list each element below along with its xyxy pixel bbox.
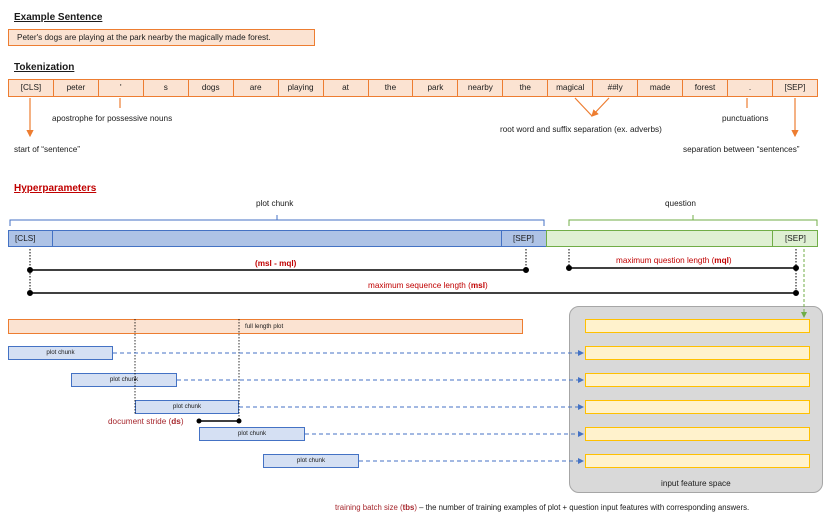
tbs-abbr: tbs xyxy=(402,503,415,512)
msl-label: maximum sequence length (msl) xyxy=(368,281,488,290)
input-feature xyxy=(585,346,810,360)
token: dogs xyxy=(189,80,234,96)
token-row: [CLS] peter ' s dogs are playing at the … xyxy=(8,79,818,97)
input-feature xyxy=(585,373,810,387)
token: ##ly xyxy=(593,80,639,96)
token: [CLS] xyxy=(9,80,54,96)
msl-abbr: msl xyxy=(470,281,485,290)
tokenization-heading: Tokenization xyxy=(14,62,75,73)
input-feature xyxy=(585,427,810,441)
msl-start xyxy=(27,290,33,296)
mql-label: maximum question length (mql) xyxy=(616,256,732,265)
ds-abbr: ds xyxy=(171,417,181,426)
note-start: start of “sentence” xyxy=(14,145,80,154)
footer-desc: – the number of training examples of plo… xyxy=(416,503,750,512)
msl-close: ) xyxy=(484,281,488,290)
document-stride-label: document stride (ds) xyxy=(108,417,184,426)
tbs-text: training batch size ( xyxy=(335,503,403,512)
msl-mql-end xyxy=(523,267,529,273)
chunk-arrows xyxy=(113,350,584,464)
msl-mql-label: (msl - mql) xyxy=(255,259,297,268)
token: at xyxy=(324,80,369,96)
hyper-heading: Hyperparameters xyxy=(14,183,97,194)
note-root: root word and suffix separation (ex. adv… xyxy=(500,125,662,134)
input-feature xyxy=(585,454,810,468)
token: made xyxy=(638,80,684,96)
mql-start xyxy=(566,265,572,271)
token-pointers xyxy=(26,97,799,138)
plot-chunk: plot chunk xyxy=(71,373,177,387)
token: s xyxy=(144,80,189,96)
mql-abbr: mql xyxy=(714,256,729,265)
sep-segment-1: [SEP] xyxy=(501,230,547,247)
plot-chunk: plot chunk xyxy=(263,454,359,468)
plot-chunk: plot chunk xyxy=(199,427,305,441)
question-bracket xyxy=(568,219,818,226)
ds-close: ) xyxy=(180,417,184,426)
ds-text: document stride ( xyxy=(108,417,172,426)
note-apostrophe: apostrophe for possessive nouns xyxy=(52,114,173,123)
note-punct: punctuations xyxy=(722,114,769,123)
sep-segment-2: [SEP] xyxy=(772,230,818,247)
question-label: question xyxy=(665,199,696,208)
token: forest xyxy=(683,80,728,96)
plot-chunk-label: plot chunk xyxy=(256,199,294,208)
pointer-magical xyxy=(574,97,593,117)
document-stride-start xyxy=(196,418,202,424)
cls-segment: [CLS] xyxy=(8,230,53,247)
feature-space-label: input feature space xyxy=(661,479,731,488)
token: playing xyxy=(279,80,324,96)
input-feature xyxy=(585,400,810,414)
plot-chunk-bracket xyxy=(9,219,545,226)
token: peter xyxy=(54,80,99,96)
token: the xyxy=(369,80,414,96)
full-length-plot: full length plot xyxy=(8,319,523,334)
token: ' xyxy=(99,80,144,96)
tbs-close: ) xyxy=(414,503,417,512)
mql-end xyxy=(793,265,799,271)
token: are xyxy=(234,80,279,96)
token: magical xyxy=(548,80,594,96)
note-separation: separation between “sentences” xyxy=(683,145,800,154)
msl-mql-start xyxy=(27,267,33,273)
token: the xyxy=(503,80,549,96)
input-feature xyxy=(585,319,810,333)
msl-end xyxy=(793,290,799,296)
plot-chunk: plot chunk xyxy=(8,346,113,360)
plot-chunk: plot chunk xyxy=(135,400,239,414)
measurement-lines xyxy=(27,249,799,296)
token: [SEP] xyxy=(784,83,806,92)
token: park xyxy=(413,80,459,96)
document-stride-end xyxy=(236,418,242,424)
mql-close: ) xyxy=(728,256,732,265)
example-sentence: Peter's dogs are playing at the park nea… xyxy=(8,29,315,46)
example-heading: Example Sentence xyxy=(14,12,103,23)
msl-text: maximum sequence length ( xyxy=(368,281,471,290)
pointer-suffix xyxy=(591,97,610,117)
footer-text: training batch size (tbs) – the number o… xyxy=(335,503,749,512)
token: nearby xyxy=(458,80,504,96)
mql-text: maximum question length ( xyxy=(616,256,715,265)
token: . xyxy=(728,80,773,96)
